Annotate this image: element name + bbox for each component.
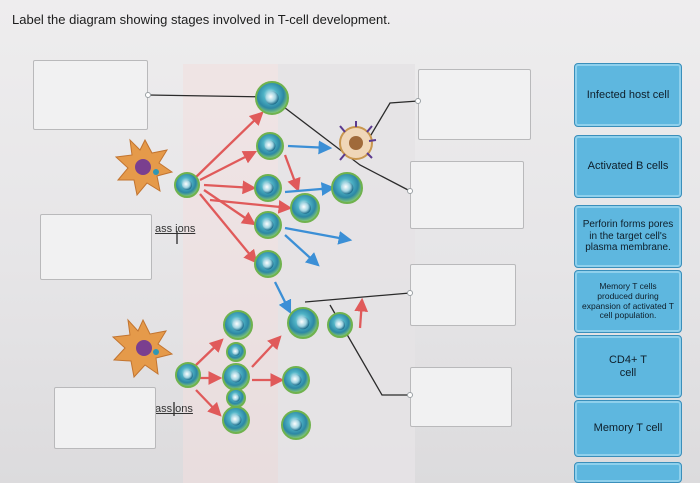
drop-target-3[interactable] xyxy=(54,387,156,449)
t-cell-nucleus xyxy=(182,369,194,381)
answer-option-activated-b-cells[interactable]: Activated B cells xyxy=(574,135,682,198)
drop-target-6[interactable] xyxy=(410,264,516,326)
t-cell-nucleus xyxy=(232,394,240,402)
answer-option-perforin-forms-pores[interactable]: Perforin forms pores in the target cell'… xyxy=(574,205,682,268)
answer-option-label: CD4+ T cell xyxy=(608,353,647,379)
answer-option-label: Memory T cells produced during expansion… xyxy=(582,280,674,321)
diagram-partial-label-2: ass ons xyxy=(155,403,193,415)
question-prompt: Label the diagram showing stages involve… xyxy=(12,12,391,27)
t-cell-nucleus xyxy=(262,219,274,231)
answer-option-label: Activated B cells xyxy=(587,160,669,173)
infected-target-cell xyxy=(339,121,377,161)
t-cell-nucleus xyxy=(296,316,310,330)
development-arrows xyxy=(194,111,369,417)
answer-option-scroll-peek[interactable] xyxy=(574,462,682,483)
t-cell-nucleus xyxy=(334,319,346,331)
connector-dot-3 xyxy=(407,188,413,194)
connector-dot-2 xyxy=(415,98,421,104)
drop-target-7[interactable] xyxy=(410,367,512,427)
t-cell-nucleus xyxy=(230,371,242,383)
t-cell-nucleus xyxy=(299,202,311,214)
t-cell-nucleus xyxy=(265,91,279,105)
answer-option-infected-host-cell[interactable]: Infected host cell xyxy=(574,63,682,127)
connector-dot-5 xyxy=(407,392,413,398)
t-cell-nucleus xyxy=(232,348,240,356)
t-cell-nucleus xyxy=(232,319,244,331)
answer-option-memory-t-cell[interactable]: Memory T cell xyxy=(574,400,682,457)
answer-option-memory-t-cells-produced[interactable]: Memory T cells produced during expansion… xyxy=(574,270,682,333)
drop-target-1[interactable] xyxy=(33,60,148,130)
t-cell-nucleus xyxy=(340,181,354,195)
t-cell-nucleus xyxy=(290,374,302,386)
t-cell-nucleus xyxy=(262,182,274,194)
t-cell-population xyxy=(174,81,363,440)
drop-target-5[interactable] xyxy=(410,161,524,229)
answer-option-label: Memory T cell xyxy=(593,422,663,435)
t-cell-nucleus xyxy=(264,140,276,152)
drop-target-4[interactable] xyxy=(418,69,531,140)
t-cell-nucleus xyxy=(181,179,193,191)
antigen-presenting-cell-top xyxy=(114,138,174,197)
t-cell-nucleus xyxy=(262,258,274,270)
answer-option-label: Infected host cell xyxy=(586,88,670,101)
drop-target-2[interactable] xyxy=(40,214,152,280)
connector-dot-1 xyxy=(145,92,151,98)
diagram-partial-label-1: ass ions xyxy=(155,223,196,235)
t-cell-nucleus xyxy=(230,414,242,426)
t-cell-nucleus xyxy=(290,419,302,431)
answer-option-label: Perforin forms pores in the target cell'… xyxy=(582,219,674,254)
connector-dot-4 xyxy=(407,290,413,296)
answer-option-cd4-t-cell[interactable]: CD4+ T cell xyxy=(574,335,682,398)
antigen-presenting-cell-bottom xyxy=(111,318,174,379)
